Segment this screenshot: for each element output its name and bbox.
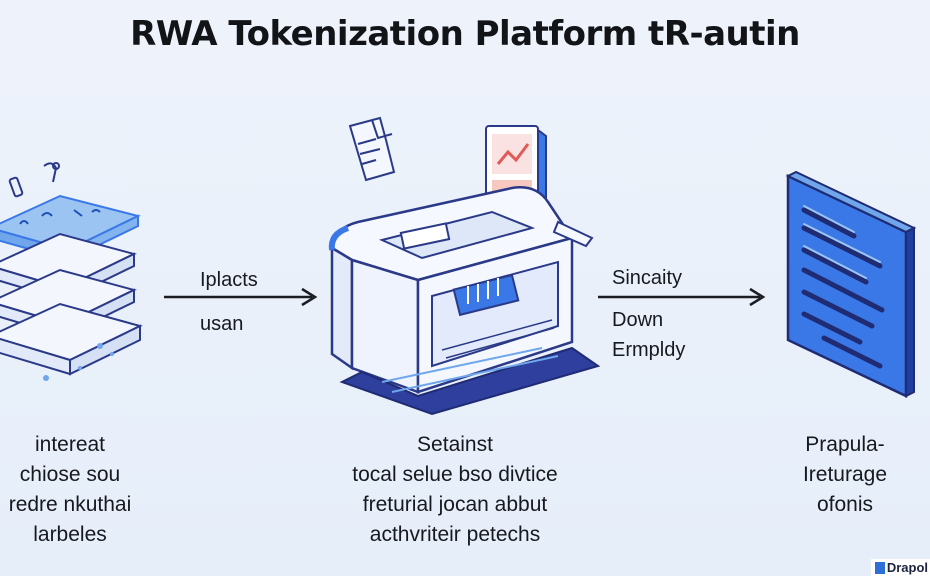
center-caption-line: acthvriteir petechs bbox=[369, 523, 541, 546]
center-caption-line: Setainst bbox=[417, 433, 493, 456]
right-caption-line: Prapula- bbox=[805, 433, 885, 456]
watermark-logo-icon bbox=[874, 561, 885, 574]
center-caption-line: tocal selue bso divtice bbox=[352, 463, 558, 486]
right-caption-line: ofonis bbox=[816, 493, 874, 516]
arrow2-label-middle: Down bbox=[612, 309, 664, 331]
right-caption-line: Ireturage bbox=[802, 463, 888, 486]
center-caption-line: freturial jocan abbut bbox=[362, 493, 548, 516]
left-caption-line: intereat bbox=[34, 433, 106, 456]
page-title: RWA Tokenization Platform tR-autin bbox=[130, 14, 800, 54]
tokenization-machine-icon bbox=[328, 116, 601, 416]
left-caption-line: redre nkuthai bbox=[8, 493, 132, 516]
watermark-text: Drapol bbox=[886, 560, 928, 575]
flow-arrow-2 bbox=[598, 287, 766, 307]
token-document-icon bbox=[785, 170, 917, 398]
stacked-layers-icon bbox=[0, 162, 143, 381]
left-caption-line: larbeles bbox=[33, 523, 107, 546]
arrow1-label-top: Iplacts bbox=[200, 269, 258, 291]
arrow2-label-bottom: Ermpldy bbox=[612, 339, 686, 361]
arrow2-label-top: Sincaity bbox=[612, 267, 683, 289]
center-caption: Setainst tocal selue bso divtice freturi… bbox=[305, 430, 605, 550]
left-caption: intereat chiose sou redre nkuthai larbel… bbox=[0, 430, 140, 550]
right-caption: Prapula- Ireturage ofonis bbox=[770, 430, 920, 520]
arrow1-label-bottom: usan bbox=[200, 313, 244, 335]
watermark: Drapol bbox=[870, 559, 930, 576]
flow-arrow-1 bbox=[164, 287, 318, 307]
left-caption-line: chiose sou bbox=[19, 463, 121, 486]
